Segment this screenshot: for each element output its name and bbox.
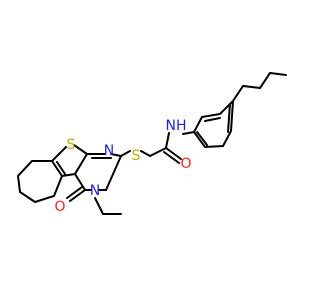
- ketone-double-bond: [66, 186, 86, 202]
- phenyl-inner-double-bond-right: [227, 103, 231, 133]
- amide-and-thioether-linker-bonds: [120, 131, 195, 158]
- molecule-canvas: NH O S N S N O: [0, 0, 300, 300]
- diagram-background: [0, 0, 300, 300]
- amide-oxygen-label: O: [180, 156, 191, 172]
- thiophene-ring-bonds: [50, 144, 88, 178]
- thiophene-inner-double-bond: [56, 161, 66, 175]
- ketone-oxygen-label: O: [54, 199, 65, 215]
- pyrimidine-nitrogen-bottom-label: N: [90, 183, 100, 199]
- cyclohexene-ring-bonds: [16, 160, 63, 204]
- thiophene-sulfur-label: S: [67, 137, 76, 153]
- molecule-structure-diagram: NH O S N S N O: [0, 0, 300, 300]
- butyl-chain-bonds: [232, 71, 287, 102]
- thioether-sulfur-label: S: [132, 148, 141, 164]
- para-phenyl-ring-bonds: [192, 100, 234, 149]
- amide-nitrogen-label: NH: [166, 118, 187, 134]
- bond-layer: [16, 71, 287, 215]
- phenyl-inner-double-bond-top: [204, 117, 221, 122]
- atom-label-layer: NH O S N S N O: [54, 118, 191, 215]
- pyrimidine-nitrogen-top-label: N: [104, 143, 114, 159]
- carbonyl-double-bond: [163, 147, 182, 164]
- phenyl-inner-double-bond-side: [196, 131, 208, 146]
- ethyl-substituent-bonds: [94, 197, 122, 215]
